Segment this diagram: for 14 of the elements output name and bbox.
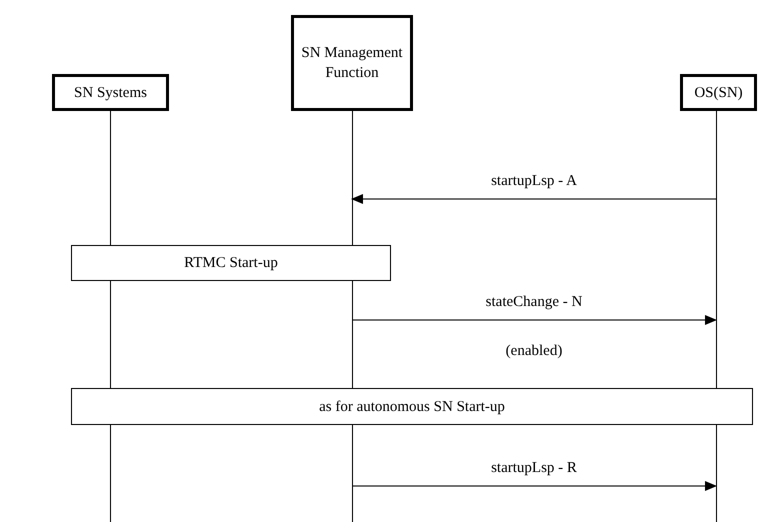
message-arrow bbox=[352, 315, 717, 325]
activity-bar bbox=[71, 388, 753, 425]
message-arrow bbox=[352, 481, 717, 491]
participant-box bbox=[52, 74, 169, 111]
message-arrow bbox=[351, 194, 716, 204]
note-text: (enabled) bbox=[506, 344, 562, 359]
node-text: SN Management Function bbox=[300, 44, 404, 83]
node-text: SN Systems bbox=[74, 84, 147, 102]
node-text: OS(SN) bbox=[694, 84, 743, 102]
activity-bar bbox=[71, 245, 391, 281]
participant-box bbox=[680, 74, 757, 111]
participant-box bbox=[291, 15, 413, 111]
node-text: as for autonomous SN Start-up bbox=[319, 398, 505, 416]
node-text: RTMC Start-up bbox=[184, 254, 278, 273]
